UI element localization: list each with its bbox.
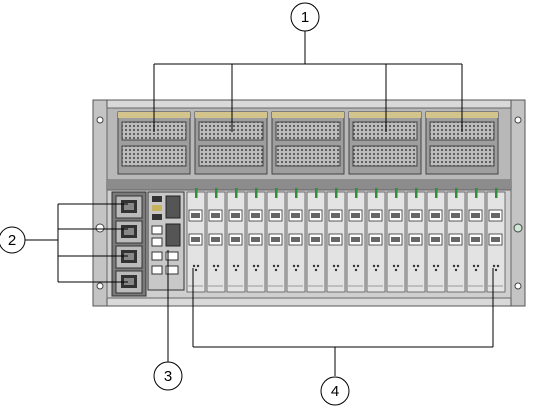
blade-slot: [426, 188, 446, 293]
callout-3: 3: [153, 361, 183, 391]
blade-slot: [386, 188, 406, 293]
power-supply: [115, 195, 143, 219]
blade-slot: [406, 188, 426, 293]
blade-slot: [346, 188, 366, 293]
callout-1: 1: [290, 2, 320, 32]
callout-4-label: 4: [331, 383, 339, 400]
blade-slot: [286, 188, 306, 293]
callout-lines: [25, 31, 494, 376]
blade-slot: [326, 188, 346, 293]
blade-slot-group: [186, 188, 506, 293]
power-supply-group: [111, 191, 147, 297]
blade-slot: [446, 188, 466, 293]
blade-slot: [226, 188, 246, 293]
blade-slot: [466, 188, 486, 293]
blade-slot: [486, 188, 506, 293]
blade-slot: [186, 188, 206, 293]
fan-module: [117, 111, 191, 175]
callout-2-label: 2: [8, 232, 16, 249]
callout-1-label: 1: [301, 9, 309, 26]
power-supply: [115, 245, 143, 269]
fan-module-group: [117, 111, 499, 175]
blade-slot: [246, 188, 266, 293]
callout-3-label: 3: [164, 368, 172, 385]
callout-4: 4: [320, 376, 350, 406]
io-module: [147, 191, 185, 291]
blade-slot: [366, 188, 386, 293]
fan-module: [271, 111, 345, 175]
blade-slot: [206, 188, 226, 293]
power-supply: [115, 270, 143, 294]
power-supply: [115, 220, 143, 244]
fan-module: [348, 111, 422, 175]
callout-2: 2: [0, 226, 26, 254]
fan-module: [194, 111, 268, 175]
blade-slot: [266, 188, 286, 293]
blade-slot: [306, 188, 326, 293]
